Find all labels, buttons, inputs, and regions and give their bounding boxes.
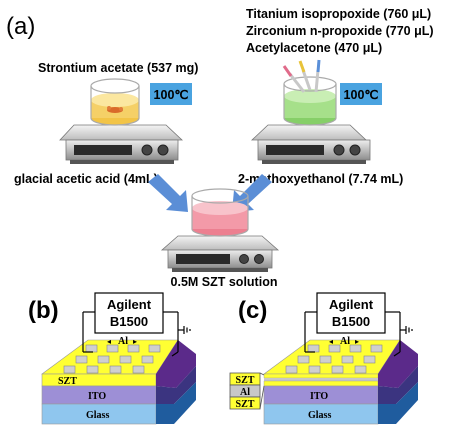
device-b: SZT ITO Glass — [41, 339, 196, 425]
electrode-label-c: Al — [340, 336, 350, 347]
instrument-model-b: B1500 — [110, 314, 148, 329]
agilent-box-b — [94, 292, 164, 334]
right-hot-plate — [250, 124, 371, 164]
stack-label-szt-top: SZT — [236, 375, 255, 386]
panel-b-label: (b) — [28, 297, 59, 324]
electrode-label-b: Al — [118, 336, 128, 347]
reagent-3-label: Acetylacetone (470 μL) — [246, 41, 382, 55]
left-hot-plate — [59, 124, 184, 164]
agilent-box-c — [316, 292, 386, 334]
layer-label-glass-b: Glass — [86, 410, 109, 421]
arrow-left-b: ◂ — [107, 337, 111, 346]
layer-label-ito-b: ITO — [88, 391, 106, 402]
arrow-left-c: ◂ — [329, 337, 333, 346]
left-beaker — [90, 78, 140, 126]
instrument-name-b: Agilent — [107, 297, 152, 312]
instrument-name-c: Agilent — [329, 297, 374, 312]
strontium-label: Strontium acetate (537 mg) — [38, 61, 198, 75]
szt-side-b — [156, 340, 196, 388]
left-arrow — [148, 174, 188, 212]
layer-label-szt-b: SZT — [58, 376, 77, 387]
layer-label-glass-c: Glass — [308, 410, 331, 421]
probe-wires-b — [82, 292, 191, 357]
layer-label-ito-c: ITO — [310, 391, 328, 402]
szt-solution-beaker — [191, 188, 249, 237]
probe-wires-c — [304, 292, 413, 357]
pipettes — [282, 59, 321, 93]
reagent-1-label: Titanium isopropoxide (760 μL) — [246, 7, 431, 21]
reagent-2-label: Zirconium n-propoxide (770 μL) — [246, 24, 434, 38]
stack-label-szt-bottom: SZT — [236, 399, 255, 410]
right-arrow — [232, 174, 272, 212]
instrument-model-c: B1500 — [332, 314, 370, 329]
right-temp-label: 100℃ — [344, 88, 379, 102]
acid-label: glacial acetic acid (4mL) — [14, 172, 158, 186]
left-temp-label: 100℃ — [154, 88, 189, 102]
arrow-right-b: ▸ — [133, 337, 137, 346]
solution-label: 0.5M SZT solution — [171, 275, 278, 289]
strontium-powder — [107, 107, 123, 113]
panel-c-label: (c) — [238, 297, 267, 324]
al-electrodes-c — [285, 344, 383, 374]
right-temp-box — [340, 83, 382, 105]
panel-a-label: (a) — [6, 13, 35, 40]
center-hot-plate — [160, 235, 280, 272]
arrow-right-c: ▸ — [355, 337, 359, 346]
solvent-label: 2-methoxyethanol (7.74 mL) — [238, 172, 403, 186]
stack-legend-c — [229, 372, 265, 410]
device-c: ITO Glass — [263, 339, 418, 425]
al-electrodes-b — [63, 344, 161, 374]
left-temp-box — [150, 83, 192, 105]
stack-label-al: Al — [240, 387, 250, 398]
right-beaker — [283, 76, 337, 126]
